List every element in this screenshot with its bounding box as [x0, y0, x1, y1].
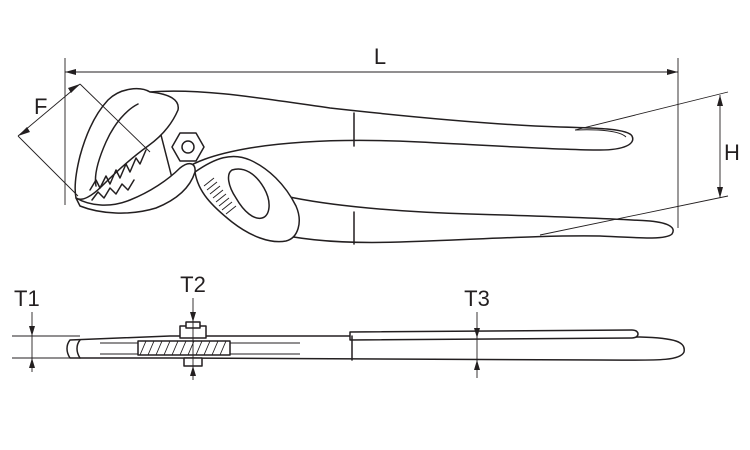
- upper-jaw: [74, 87, 179, 200]
- dimension-f-label: F: [34, 94, 47, 119]
- dimension-f: F: [17, 83, 151, 197]
- slide-teeth: [203, 177, 237, 215]
- pliers-top-view: [66, 321, 685, 367]
- top-view-upper-handle: [349, 329, 639, 341]
- upper-grip-edge: [574, 129, 627, 138]
- dimension-t3: T3: [464, 286, 490, 378]
- pliers-side-view: [74, 87, 674, 245]
- slide-slot: [227, 168, 270, 220]
- dimension-t2: T2: [180, 272, 206, 380]
- upper-handle: [149, 90, 634, 179]
- dimension-t1: T1: [12, 286, 80, 372]
- pivot-nut: [171, 132, 205, 162]
- slide-channel: [194, 155, 300, 243]
- top-view-teeth-block: [137, 340, 231, 356]
- lower-handle: [269, 195, 674, 244]
- lower-jaw: [75, 162, 196, 214]
- dimension-t1-label: T1: [14, 286, 40, 311]
- dimension-l-label: L: [374, 44, 386, 69]
- dimension-h-label: H: [724, 140, 740, 165]
- jaw-inner-curve: [94, 103, 139, 187]
- dimension-l: L: [64, 44, 679, 228]
- pivot-bolt: [181, 140, 195, 154]
- jaw-teeth-lower: [91, 179, 135, 201]
- dimension-t2-label: T2: [180, 272, 206, 297]
- dimension-t3-label: T3: [464, 286, 490, 311]
- jaw-teeth: [89, 149, 147, 191]
- top-view-jaw-tip: [76, 339, 81, 359]
- dimension-h: H: [539, 91, 740, 236]
